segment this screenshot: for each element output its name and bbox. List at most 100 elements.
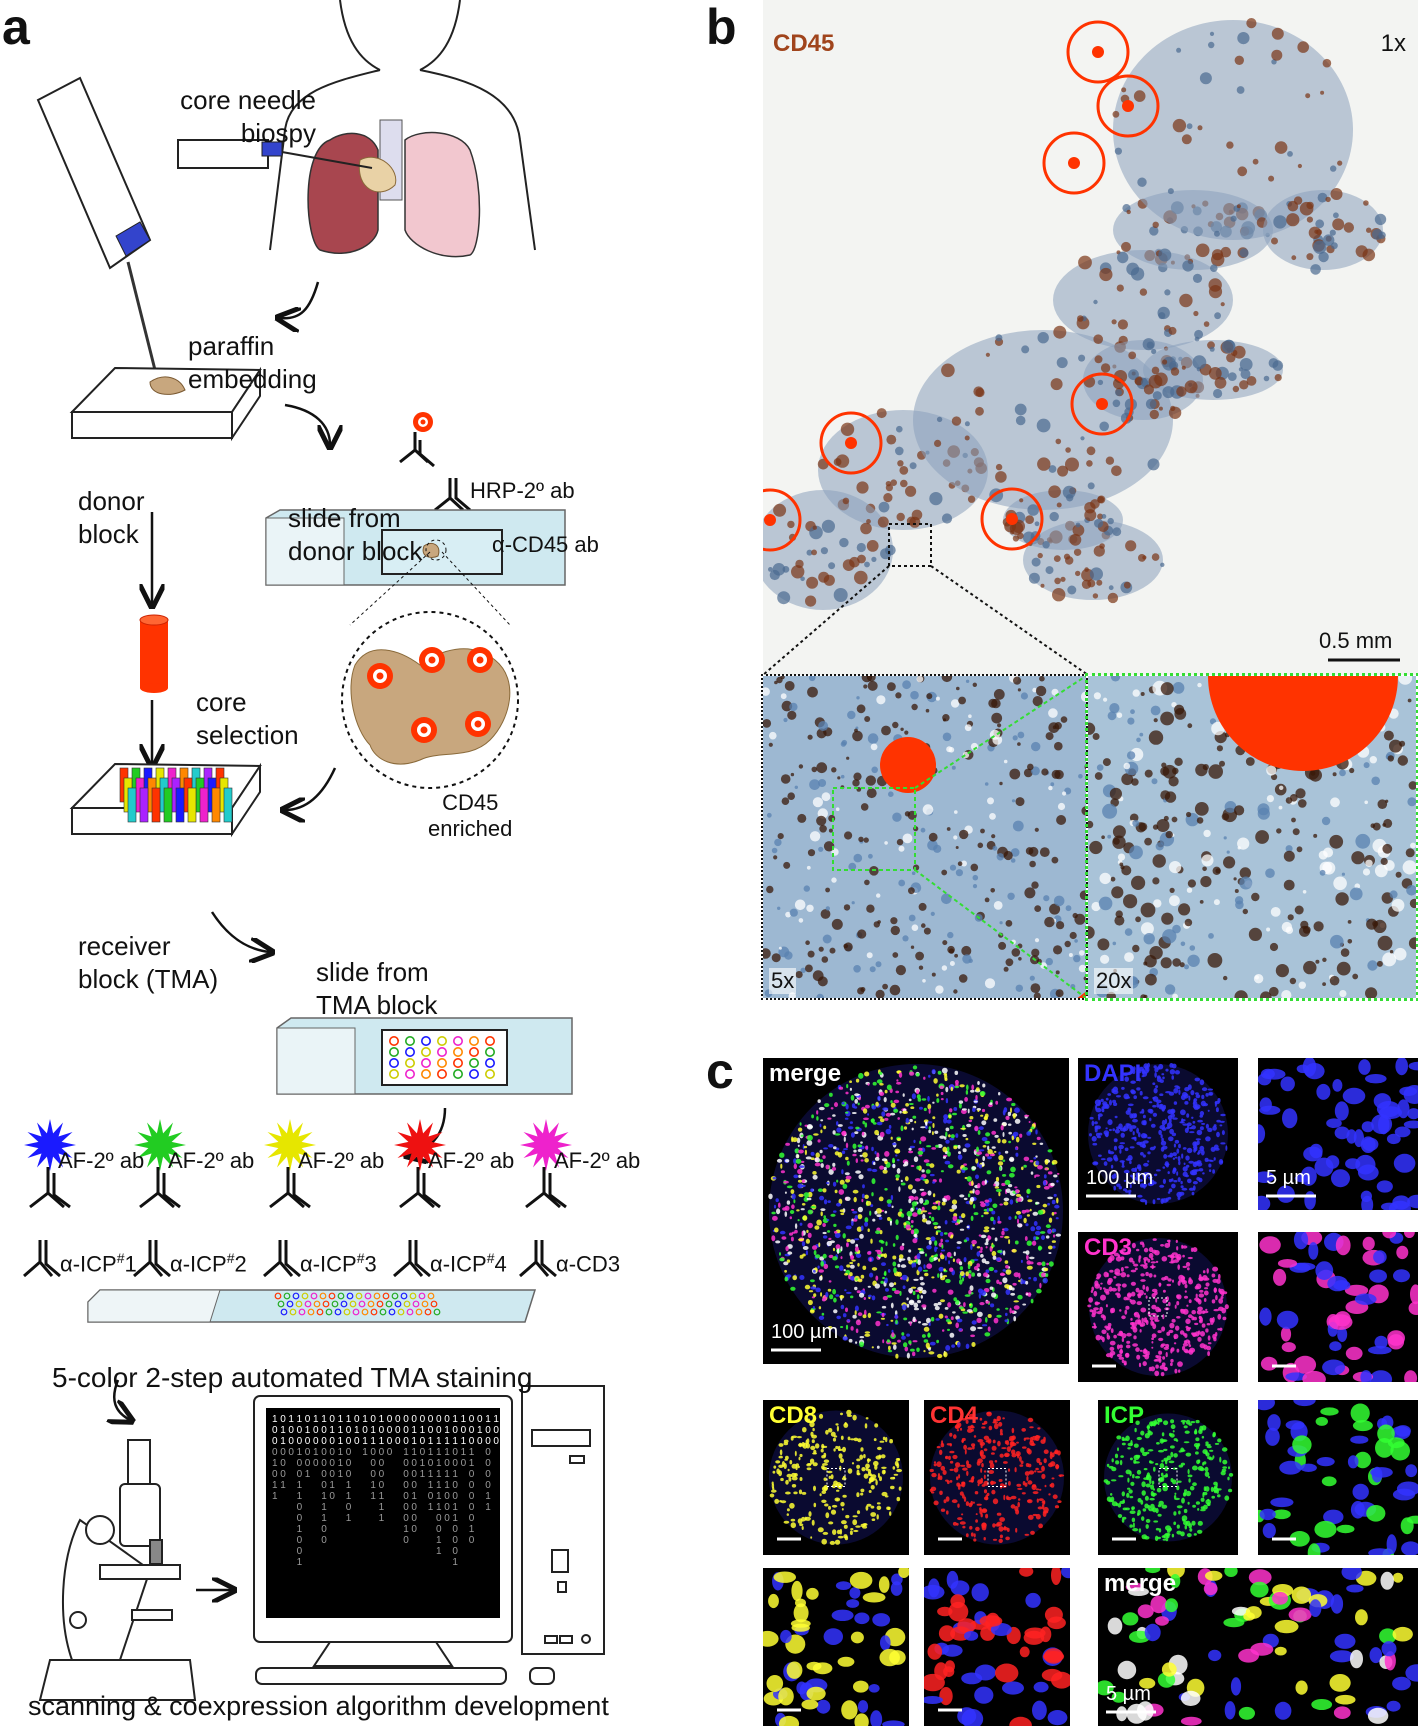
tissue-texture-speck	[1049, 903, 1061, 915]
cell-signal	[780, 1477, 784, 1482]
cell-signal	[1136, 1436, 1142, 1441]
cell-signal	[1156, 1169, 1161, 1172]
cell-signal	[1049, 1484, 1053, 1487]
cell-signal	[1194, 1285, 1199, 1290]
stain-speck	[896, 512, 905, 522]
cell-signal	[1149, 1316, 1154, 1321]
tma-spot	[436, 1058, 447, 1069]
cell-signal	[1135, 1172, 1141, 1177]
cell-signal	[1143, 1348, 1147, 1353]
matrix-glyph: 1	[477, 1425, 483, 1436]
cell-signal	[1112, 1128, 1115, 1132]
cell-signal	[1207, 1351, 1210, 1357]
tissue-texture-speck	[808, 676, 816, 682]
cell-signal	[1014, 1118, 1021, 1124]
cell-signal	[1089, 1116, 1094, 1120]
tissue-texture-speck	[1275, 964, 1289, 978]
stain-speck	[900, 479, 908, 488]
cell-signal	[817, 1139, 821, 1143]
tissue-texture-speck	[1376, 960, 1383, 967]
cell-signal	[1158, 1449, 1164, 1453]
cell-signal	[1194, 1297, 1200, 1301]
cell-signal	[891, 1332, 895, 1338]
cell-signal	[1014, 1240, 1019, 1245]
cell-signal	[992, 1498, 999, 1505]
cell-signal	[1093, 1290, 1098, 1297]
tissue-texture-speck	[1283, 850, 1295, 862]
tissue-texture-speck	[1027, 763, 1034, 771]
matrix-glyph: 1	[321, 1491, 327, 1502]
cell-signal	[900, 1182, 906, 1186]
stain-speck	[1343, 222, 1354, 233]
matrix-glyph: 0	[469, 1469, 475, 1480]
matrix-glyph: 1	[436, 1447, 442, 1458]
cell-signal	[1393, 1153, 1416, 1173]
cell-signal	[1195, 1138, 1201, 1141]
matrix-glyph: 1	[370, 1436, 376, 1447]
matrix-glyph: 1	[321, 1414, 327, 1425]
cell-signal	[811, 1519, 815, 1526]
fluorescence-drawing	[1259, 1232, 1418, 1382]
cell-signal	[1213, 1287, 1217, 1293]
cell-signal	[891, 1205, 894, 1209]
tissue-texture-speck	[902, 935, 909, 942]
cell-signal	[864, 1194, 869, 1199]
matrix-glyph: 0	[297, 1425, 303, 1436]
cell-signal	[1294, 1174, 1310, 1183]
final-caption: scanning & coexpression algorithm develo…	[28, 1691, 609, 1721]
cell-signal	[876, 1214, 882, 1217]
cell-signal	[1135, 1347, 1140, 1352]
stain-speck	[1114, 147, 1122, 155]
cell-signal	[1155, 1364, 1159, 1369]
cell-signal	[947, 1164, 954, 1169]
cell-signal	[945, 1239, 950, 1243]
matrix-glyph: 1	[485, 1502, 491, 1513]
stain-speck	[1274, 374, 1282, 382]
matrix-glyph: 1	[452, 1469, 458, 1480]
cell-signal	[1308, 1242, 1319, 1260]
tissue-texture-speck	[991, 698, 1001, 709]
cell-signal	[816, 1219, 822, 1226]
cell-signal	[940, 1231, 944, 1237]
stain-speck	[1049, 511, 1059, 522]
cell-signal	[830, 1107, 834, 1110]
cell-signal	[819, 1123, 822, 1128]
cell-signal	[1221, 1130, 1225, 1136]
stain-speck	[886, 434, 897, 445]
label-line: slide from	[316, 957, 429, 987]
cell-signal	[913, 1228, 919, 1235]
tissue-texture-speck	[1369, 756, 1377, 764]
cell-signal	[1015, 1152, 1019, 1157]
tissue-texture-speck	[1321, 816, 1331, 826]
cell-signal	[920, 1176, 924, 1180]
stain-speck	[1363, 200, 1369, 206]
tissue-texture-speck	[1207, 953, 1223, 968]
tissue-texture-speck	[822, 934, 832, 944]
matrix-glyph: 0	[379, 1458, 385, 1469]
tissue-region	[1053, 250, 1233, 350]
cell-signal	[935, 1144, 939, 1148]
cell-signal	[1154, 1072, 1157, 1078]
cell-signal	[1146, 1474, 1150, 1480]
cell-signal	[1196, 1309, 1203, 1315]
cell-signal	[1043, 1436, 1046, 1442]
stain-speck	[1037, 457, 1051, 471]
stain-speck	[880, 548, 892, 560]
cell-signal	[1165, 1352, 1168, 1358]
cell-signal	[947, 1302, 952, 1308]
cell-signal	[856, 1510, 861, 1515]
stain-speck	[1252, 158, 1259, 165]
stain-speck	[1130, 267, 1145, 281]
matrix-glyph: 1	[370, 1425, 376, 1436]
cell-signal	[923, 1119, 929, 1123]
tissue-texture-speck	[1162, 764, 1177, 779]
tissue-texture-speck	[991, 712, 1003, 724]
cell-signal	[1199, 1126, 1204, 1131]
cell-signal	[1154, 1290, 1158, 1296]
tissue-texture-speck	[1164, 984, 1176, 995]
matrix-glyph: 0	[346, 1469, 352, 1480]
cell-signal	[980, 1468, 983, 1473]
matrix-glyph: 1	[346, 1491, 352, 1502]
tma-core-cylinder	[223, 787, 233, 823]
cell-signal	[871, 1474, 877, 1479]
